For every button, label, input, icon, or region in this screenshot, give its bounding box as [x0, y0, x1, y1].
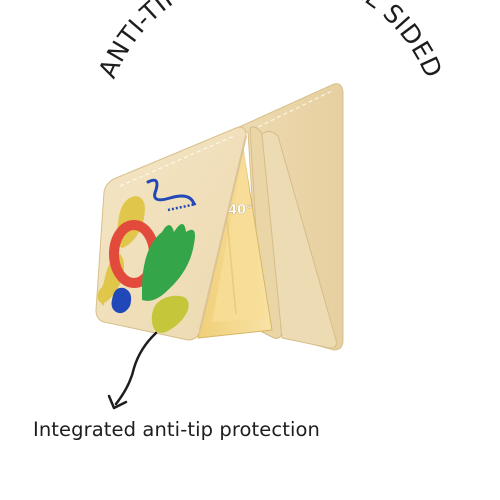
- front-artwork: [97, 178, 197, 333]
- caption-text: Integrated anti-tip protection: [33, 418, 320, 441]
- blue-blob-shape: [111, 287, 132, 314]
- angle-label: 40°: [228, 203, 253, 218]
- green-leaf-shape: [142, 224, 195, 301]
- squiggle-doodle: [146, 178, 196, 206]
- curved-arrow: [114, 331, 158, 406]
- back-panel: [227, 83, 344, 351]
- yellow-green-shape: [151, 295, 189, 333]
- arrow-head-icon: [107, 394, 128, 410]
- headline-arc-text: ANTI-TIP SYSTEM · DUAL SIDED: [93, 0, 448, 82]
